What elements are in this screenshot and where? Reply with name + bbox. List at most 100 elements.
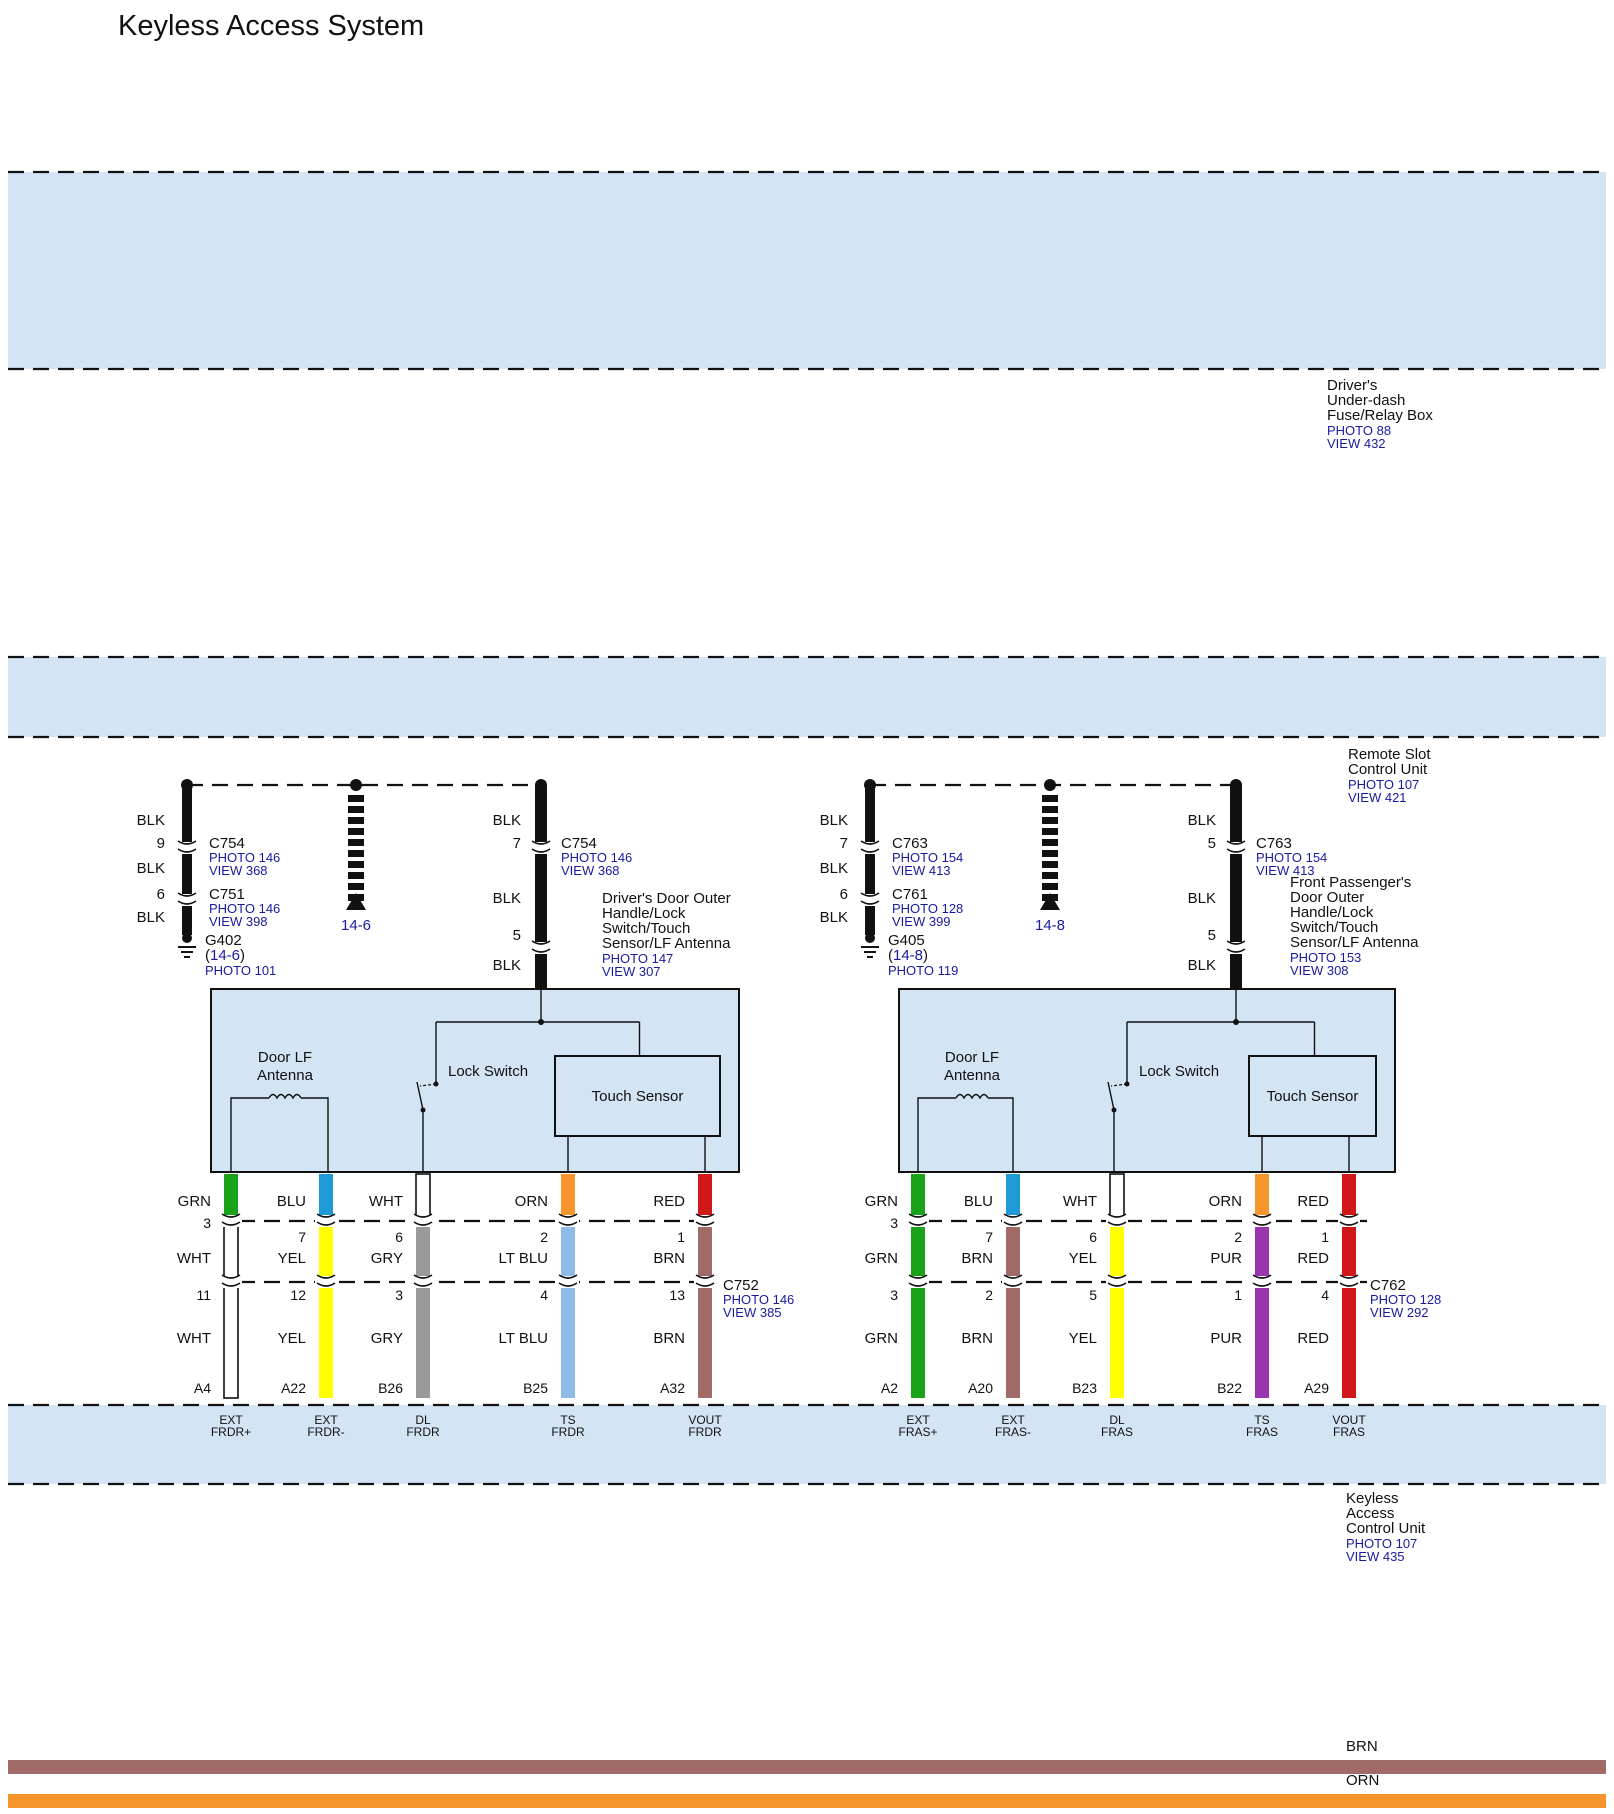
signal-label: TS: [560, 1413, 575, 1427]
wire-connector-1-lower: [316, 1221, 336, 1226]
splice-dot: [350, 779, 362, 791]
feed-connector-mid-lower: [531, 948, 551, 953]
terminal-label: A4: [194, 1380, 211, 1396]
antenna-label-line: Antenna: [257, 1067, 314, 1084]
fuse-box-photo: PHOTO 88: [1327, 423, 1391, 438]
signal-label: EXT: [906, 1413, 930, 1427]
ground-pin: 6: [840, 886, 848, 903]
ground-connector-1-lower: [177, 848, 197, 853]
ref-dash: [1042, 828, 1058, 835]
feed-connector-photo: PHOTO 146: [561, 850, 632, 865]
wire-connector-1-upper: [695, 1213, 715, 1218]
switch-blade: [416, 1081, 424, 1111]
feed-connector-top-upper: [531, 840, 551, 845]
ref-dash: [1042, 817, 1058, 824]
wire-segment-unit: [561, 1282, 575, 1398]
ref-dash: [1042, 883, 1058, 890]
wire-connector-2-upper: [221, 1274, 241, 1279]
ref-arrow-label: 14-8: [1035, 917, 1065, 934]
component-photo: PHOTO 147: [602, 951, 673, 966]
ref-dash: [348, 817, 364, 824]
module-band: [8, 657, 1606, 737]
touch-sensor-label: Touch Sensor: [1267, 1088, 1359, 1105]
legend-label: ORN: [1346, 1772, 1379, 1789]
wire-color-label: ORN: [1209, 1193, 1242, 1210]
ground-connector-2-lower: [177, 900, 197, 905]
antenna-wire: [230, 1097, 269, 1172]
ref-dash: [1042, 839, 1058, 846]
ground-wire: [865, 785, 875, 935]
wire-pin-2: 5: [1089, 1287, 1097, 1303]
ref-dash: [1042, 795, 1058, 802]
terminal-label: B23: [1072, 1380, 1097, 1396]
signal-label: FRDR: [406, 1425, 440, 1439]
switch-actuator: [419, 1083, 437, 1087]
wire-connector-1-upper: [413, 1213, 433, 1218]
wire-connector-2-lower: [1003, 1282, 1023, 1287]
signal-label: TS: [1254, 1413, 1269, 1427]
wire-color-label: YEL: [1069, 1250, 1097, 1267]
wire-color-label: LT BLU: [499, 1330, 548, 1347]
wire-connector-2-upper: [1003, 1274, 1023, 1279]
signal-label: FRDR: [551, 1425, 585, 1439]
ground-connector-1-view: VIEW 368: [209, 863, 268, 878]
ground-ref-link: 14-8: [893, 947, 923, 964]
wire-segment-unit: [223, 1281, 239, 1399]
ground-connector-name: C754: [209, 835, 245, 852]
wire-color-label: GRN: [865, 1193, 898, 1210]
antenna-label-line: Antenna: [944, 1067, 1001, 1084]
ground-connector-name: C763: [892, 835, 928, 852]
wire-color-label: RED: [1297, 1193, 1329, 1210]
wire-color-label: YEL: [1069, 1330, 1097, 1347]
ground-pin: 9: [157, 835, 165, 852]
feed-pin: 5: [1208, 835, 1216, 852]
ref-dash: [348, 795, 364, 802]
module-bands: [8, 170, 1606, 1486]
legend-wire-orn: [8, 1794, 1606, 1808]
wire-pin-2: 3: [890, 1287, 898, 1303]
ground-connector-2-photo: PHOTO 146: [209, 901, 280, 916]
wire-connector-2-upper: [558, 1274, 578, 1279]
ground-point: [182, 933, 192, 943]
terminal-label: B25: [523, 1380, 548, 1396]
wire-segment-harness: [1342, 1221, 1356, 1282]
terminal-label: B26: [378, 1380, 403, 1396]
keyless-unit-label-line: Control Unit: [1346, 1520, 1426, 1537]
ground-pin: 7: [840, 835, 848, 852]
component-label-line: Switch/Touch: [1290, 919, 1378, 936]
feed-pin: 7: [513, 835, 521, 852]
ref-dash: [348, 806, 364, 813]
wire-connector-2-upper: [316, 1274, 336, 1279]
wire-segment-module: [319, 1174, 333, 1221]
wire-segment-unit: [416, 1282, 430, 1398]
wire-color-label: WHT: [1063, 1193, 1097, 1210]
keyless-unit-view: VIEW 435: [1346, 1549, 1405, 1564]
wire-segment-harness: [561, 1221, 575, 1282]
wire-segment-module: [561, 1174, 575, 1221]
wire-pin-2: 3: [395, 1287, 403, 1303]
remote-slot-view: VIEW 421: [1348, 790, 1407, 805]
wire-connector-2-lower: [316, 1282, 336, 1287]
signal-label: EXT: [1001, 1413, 1025, 1427]
ref-dash: [348, 872, 364, 879]
wire-color-label: RED: [1297, 1330, 1329, 1347]
wire-connector-2-lower: [1107, 1282, 1127, 1287]
signal-label: FRAS-: [995, 1425, 1031, 1439]
wire-segment-module: [698, 1174, 712, 1221]
wire-color-label: WHT: [369, 1193, 403, 1210]
wire-segment-module: [415, 1173, 431, 1222]
ground-connector-2-view: VIEW 399: [892, 914, 951, 929]
ref-dash: [348, 883, 364, 890]
wire-pin-2: 4: [540, 1287, 548, 1303]
legend-wire-brn: [8, 1760, 1606, 1774]
wire-segment-harness: [1255, 1221, 1269, 1282]
remote-slot-photo: PHOTO 107: [1348, 777, 1419, 792]
component-photo: PHOTO 153: [1290, 950, 1361, 965]
page-title: Keyless Access System: [118, 10, 424, 42]
wire-pin-2: 2: [985, 1287, 993, 1303]
wire-color-label: GRN: [178, 1193, 211, 1210]
feed-wire-label: BLK: [493, 890, 521, 907]
